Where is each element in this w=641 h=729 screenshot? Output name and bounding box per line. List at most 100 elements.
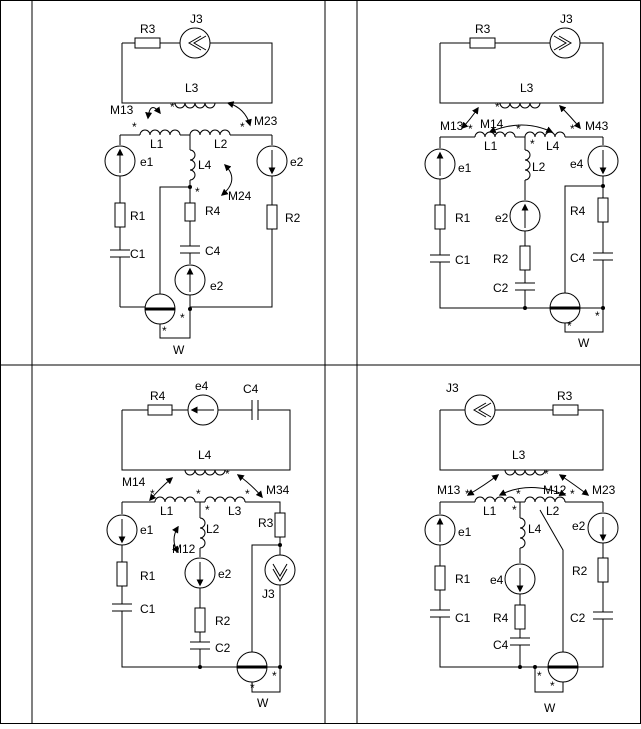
label-r3: R3 bbox=[258, 516, 274, 530]
circuit-panel-3: R4 e4 C4 L4 * M14 M34 * L1 L3 * * * L2 M… bbox=[106, 379, 296, 710]
coil-l3 bbox=[504, 469, 546, 476]
mark: * bbox=[595, 309, 600, 323]
label-e4: e4 bbox=[490, 573, 504, 587]
current-source-j3 bbox=[549, 27, 581, 59]
label-m12: M12 bbox=[543, 483, 567, 497]
label-e2-mid: e2 bbox=[210, 279, 224, 293]
label-m13: M13 bbox=[437, 483, 461, 497]
label-w: W bbox=[544, 701, 556, 715]
mutual-arrow-m24 bbox=[220, 164, 233, 196]
label-e2: e2 bbox=[572, 519, 586, 533]
mark: * bbox=[567, 319, 572, 333]
label-l1: L1 bbox=[484, 139, 498, 153]
label-r4: R4 bbox=[205, 204, 221, 218]
label-c1: C1 bbox=[455, 253, 471, 267]
label-l2: L2 bbox=[206, 522, 220, 536]
label-e4: e4 bbox=[195, 379, 209, 393]
circuit-panel-4: J3 R3 L3 * M13 M12 M23 * L1 L2 * * * L4 … bbox=[424, 381, 619, 715]
label-r4: R4 bbox=[570, 204, 586, 218]
mark: * bbox=[132, 120, 137, 134]
coil-l4 bbox=[519, 517, 526, 549]
mark: * bbox=[537, 669, 542, 683]
label-c2: C2 bbox=[215, 641, 231, 655]
mark: * bbox=[570, 122, 575, 136]
label-r1: R1 bbox=[140, 569, 156, 583]
label-m23: M23 bbox=[592, 483, 616, 497]
coil-l4 bbox=[184, 469, 226, 476]
mark: * bbox=[170, 100, 175, 114]
label-l4: L4 bbox=[198, 158, 212, 172]
label-w: W bbox=[257, 696, 269, 710]
label-m23: M23 bbox=[254, 114, 278, 128]
label-e1: e1 bbox=[458, 525, 472, 539]
resistor-r4 bbox=[514, 604, 526, 630]
resistor-r2 bbox=[194, 607, 206, 633]
label-r1: R1 bbox=[455, 211, 471, 225]
coil-l3 bbox=[499, 102, 541, 109]
label-r1: R1 bbox=[130, 209, 146, 223]
label-e2-right: e2 bbox=[290, 155, 304, 169]
label-l3: L3 bbox=[185, 81, 199, 95]
mutual-arrow-m14 bbox=[488, 124, 554, 133]
current-source-j3 bbox=[179, 27, 211, 59]
label-r4: R4 bbox=[150, 389, 166, 403]
mutual-arrow-m43 bbox=[559, 105, 581, 130]
mark: * bbox=[272, 669, 277, 683]
label-l3: L3 bbox=[512, 448, 526, 462]
mark: * bbox=[205, 503, 210, 517]
label-l4: L4 bbox=[546, 139, 560, 153]
label-r2: R2 bbox=[493, 252, 509, 266]
label-m34: M34 bbox=[266, 483, 290, 497]
capacitor-c4 bbox=[251, 400, 259, 420]
label-c4: C4 bbox=[570, 251, 586, 265]
label-c2: C2 bbox=[493, 281, 509, 295]
label-e2: e2 bbox=[495, 211, 509, 225]
mark: * bbox=[516, 487, 521, 501]
label-j3: J3 bbox=[446, 381, 459, 395]
mark: * bbox=[512, 503, 517, 517]
mark: * bbox=[250, 681, 255, 695]
mark: * bbox=[468, 122, 473, 136]
resistor-r3 bbox=[552, 404, 579, 416]
label-l4: L4 bbox=[198, 448, 212, 462]
mutual-arrow-m13 bbox=[466, 474, 500, 496]
label-l3: L3 bbox=[520, 81, 534, 95]
mark: * bbox=[544, 467, 549, 481]
label-j3: J3 bbox=[190, 12, 203, 26]
label-l3: L3 bbox=[228, 504, 242, 518]
coil-l2 bbox=[524, 149, 531, 181]
label-m13: M13 bbox=[110, 103, 134, 117]
mark: * bbox=[180, 311, 185, 325]
mutual-arrow-m12 bbox=[171, 525, 179, 554]
label-c4: C4 bbox=[243, 382, 259, 396]
label-j3: J3 bbox=[560, 12, 573, 26]
circuit-panel-2: R3 J3 L3 * M13 M14 M43 * L1 L4 * * * L2 … bbox=[424, 12, 619, 350]
label-l1: L1 bbox=[160, 504, 174, 518]
label-l1: L1 bbox=[483, 504, 497, 518]
label-e1: e1 bbox=[140, 155, 154, 169]
coil-l4 bbox=[189, 149, 196, 181]
label-w: W bbox=[578, 336, 590, 350]
label-m13: M13 bbox=[440, 119, 464, 133]
resistor-r1 bbox=[114, 202, 126, 228]
resistor-r4 bbox=[597, 197, 609, 223]
label-r4: R4 bbox=[493, 611, 509, 625]
label-j3: J3 bbox=[262, 587, 275, 601]
coil-l3 bbox=[174, 102, 216, 109]
mutual-arrow-m13 bbox=[145, 106, 161, 120]
label-r3: R3 bbox=[140, 22, 156, 36]
coil-l1 bbox=[154, 496, 196, 503]
label-r3: R3 bbox=[475, 22, 491, 36]
label-m43: M43 bbox=[585, 119, 609, 133]
resistor-r1 bbox=[434, 565, 446, 591]
circuit-panel-1: R3 J3 L3 * M13 M23 * L1 L2 * L4 * M24 e1… bbox=[104, 12, 304, 357]
coil-l2 bbox=[524, 496, 566, 503]
mutual-arrow-m23 bbox=[226, 101, 252, 127]
label-w: W bbox=[173, 343, 185, 357]
label-c2: C2 bbox=[570, 611, 586, 625]
label-l2: L2 bbox=[532, 160, 546, 174]
label-c4: C4 bbox=[205, 244, 221, 258]
mark: * bbox=[150, 487, 155, 501]
coil-l2 bbox=[199, 517, 206, 549]
